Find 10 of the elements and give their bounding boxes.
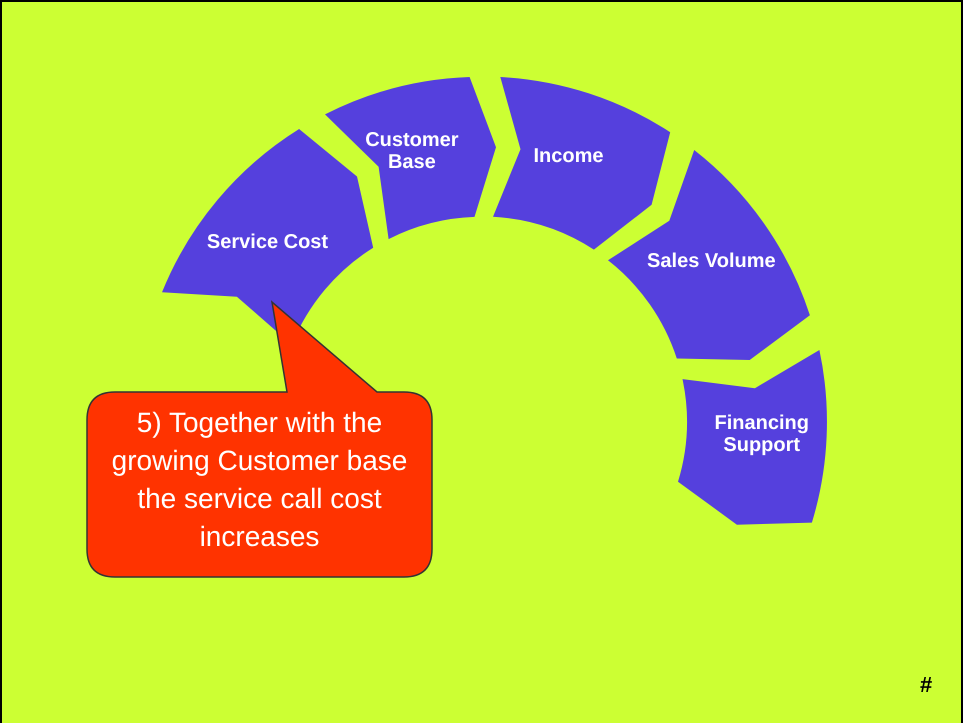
segment-label: Income: [532, 144, 605, 167]
segment-label: Financing Support: [713, 412, 810, 456]
callout-text: 5) Together with the growing Customer base the service call cost increases: [110, 406, 408, 554]
arc-segment: [608, 150, 810, 360]
arc-segment: [678, 350, 827, 525]
segment-label: Customer Base: [364, 128, 460, 173]
slide-number: #: [920, 672, 932, 698]
segment-label: Service Cost: [206, 231, 330, 254]
segment-label: Sales Volume: [646, 250, 776, 272]
arc-segment: [492, 77, 670, 250]
